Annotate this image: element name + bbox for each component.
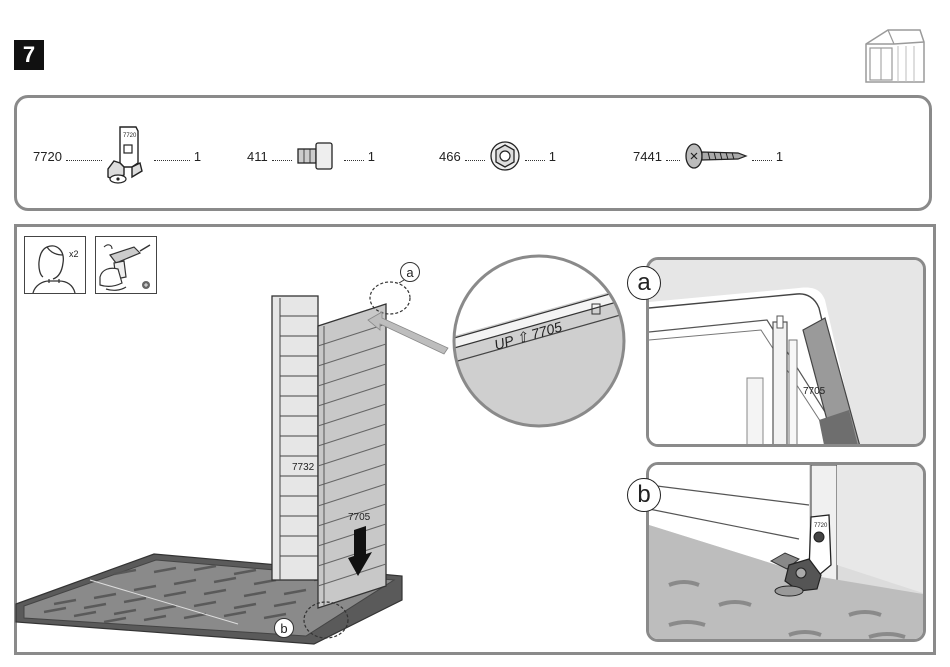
leader-dots <box>752 152 772 161</box>
part-quantity: 1 <box>194 149 201 164</box>
bolt-icon <box>296 139 340 173</box>
part-item-7441: 7441 1 <box>633 98 783 214</box>
part-code: 7441 <box>633 149 662 164</box>
leader-dots <box>66 152 102 161</box>
part-quantity: 1 <box>549 149 556 164</box>
leader-dots <box>344 152 364 161</box>
callout-b-label: b <box>274 618 294 638</box>
detail-b-letter: b <box>627 478 661 512</box>
flange-nut-icon <box>489 139 521 173</box>
leader-dots <box>154 152 190 161</box>
leader-dots <box>465 152 485 161</box>
detail-panel-a: 7705 <box>646 257 926 447</box>
leader-dots <box>525 152 545 161</box>
back-panel-label: 7732 <box>292 462 315 473</box>
leader-dots <box>272 152 292 161</box>
bracket-stamp: 7720 <box>123 133 137 139</box>
part-quantity: 1 <box>776 149 783 164</box>
detail-b-bracket-stamp: 7720 <box>814 523 828 529</box>
part-quantity: 1 <box>368 149 375 164</box>
part-item-411: 411 1 <box>247 98 375 214</box>
part-code: 411 <box>247 149 268 164</box>
detail-a-letter: a <box>627 266 661 300</box>
part-code: 7720 <box>33 149 62 164</box>
shed-icon <box>858 24 928 86</box>
step-number: 7 <box>14 40 44 70</box>
assembly-illustration: 7732 7705 UP ⇧ 7705 <box>14 224 634 655</box>
leader-dots <box>666 152 680 161</box>
bracket-icon: 7720 <box>106 121 150 191</box>
part-item-466: 466 1 <box>439 98 556 214</box>
part-item-7720: 7720 7720 1 <box>33 98 201 214</box>
front-panel-label: 7705 <box>348 512 371 523</box>
callout-a-label: a <box>400 262 420 282</box>
part-code: 466 <box>439 149 461 164</box>
parts-list-panel: 7720 7720 1 411 1 466 <box>14 95 932 211</box>
detail-panel-b: 7720 <box>646 462 926 642</box>
screw-icon <box>684 139 748 173</box>
detail-a-panel-label: 7705 <box>803 386 826 397</box>
